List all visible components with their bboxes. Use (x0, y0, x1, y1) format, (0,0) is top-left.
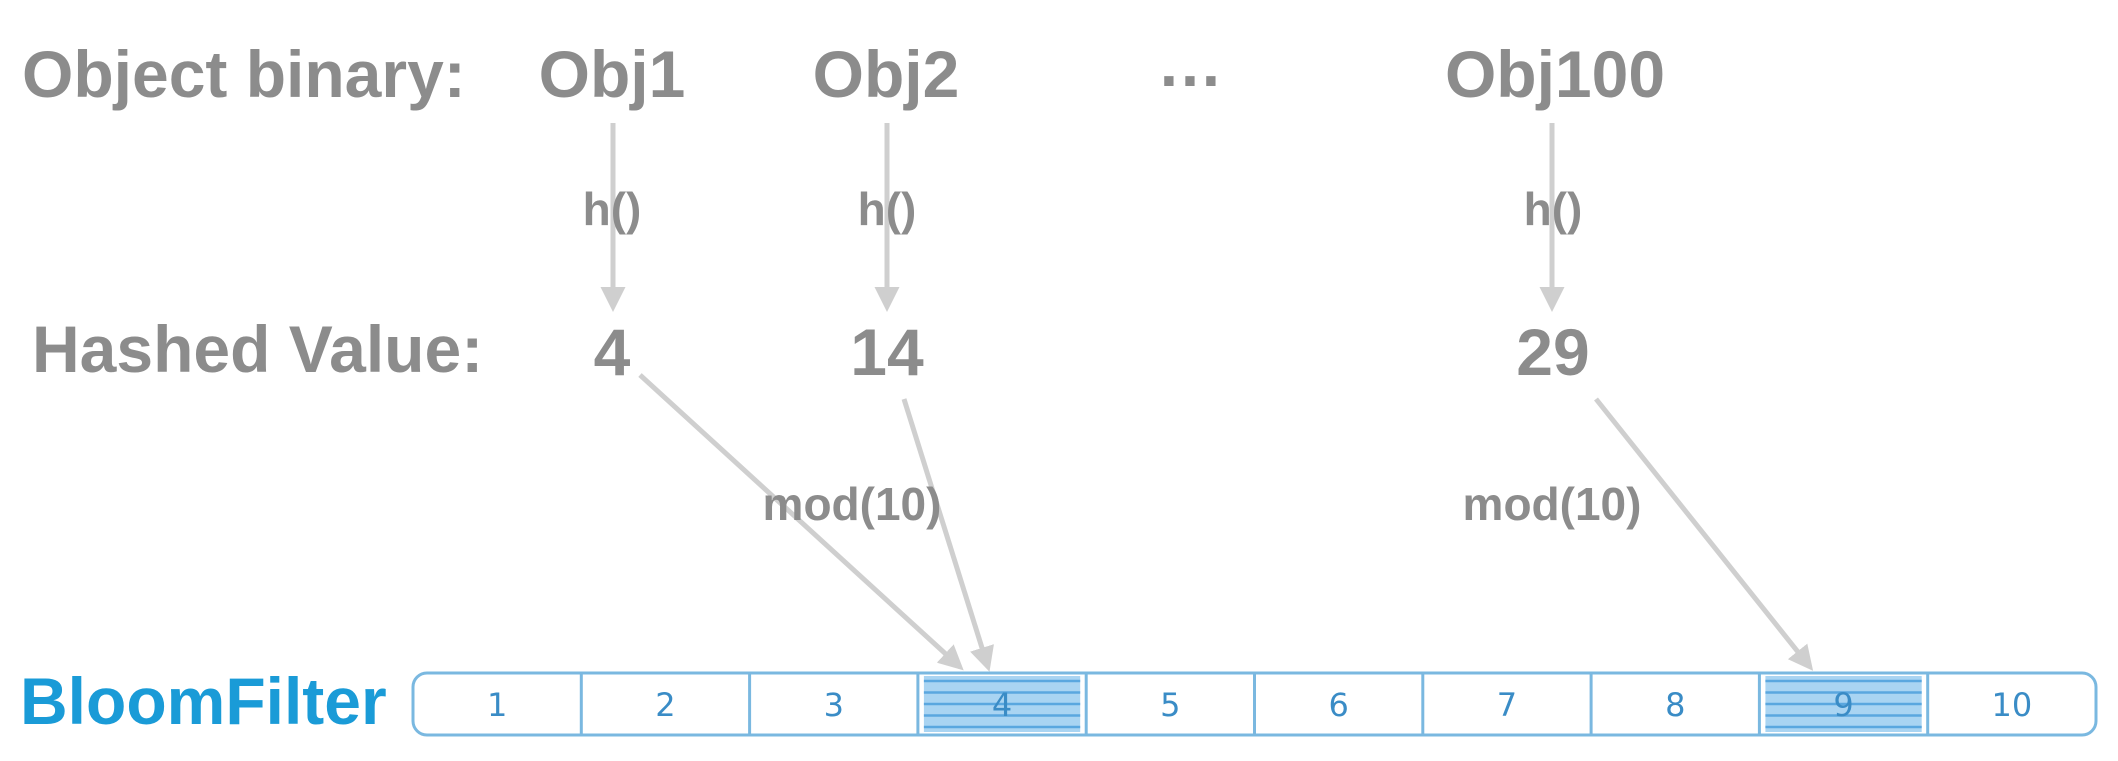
hash-fn-label-obj2: h() (858, 183, 917, 235)
bloom-filter-cell-label: 8 (1665, 686, 1685, 724)
bloom-filter-label: BloomFilter (20, 664, 387, 738)
bloom-filter-cell-6: 6 (1253, 673, 1349, 735)
bloom-filter-cell-9: 9 (1757, 673, 1922, 735)
object-binary-label: Object binary: (22, 37, 466, 111)
hashed-value-obj2: 14 (850, 315, 924, 389)
mod-label-obj2: mod(10) (763, 478, 942, 530)
hash-fn-label-obj1: h() (583, 183, 642, 235)
object-name-obj1: Obj1 (539, 37, 686, 111)
hashed-value-obj1: 4 (594, 315, 631, 389)
mod-arrow-obj100 (1594, 397, 1814, 671)
mod-label-obj100: mod(10) (1463, 478, 1642, 530)
bloom-filter-cell-label: 2 (655, 686, 675, 724)
mod-arrow-obj1 (638, 373, 964, 671)
bloom-filter-cell-label: 4 (992, 686, 1012, 724)
hashed-value-obj100: 29 (1516, 315, 1589, 389)
bloom-filter-cell-2: 2 (579, 673, 676, 735)
bloom-filter-cell-7: 7 (1421, 673, 1517, 735)
bloom-filter-bar: 1 2 3 4 5 6 7 8 9 10 (411, 671, 2098, 737)
object-ellipsis: … (1157, 26, 1223, 100)
bloom-filter-cell-1: 1 (487, 686, 507, 724)
bloom-filter-cell-5: 5 (1084, 673, 1181, 735)
object-name-obj100: Obj100 (1445, 37, 1665, 111)
hash-fn-label-obj100: h() (1524, 183, 1583, 235)
hashed-value-label: Hashed Value: (32, 312, 483, 386)
bloom-filter-cell-4: 4 (916, 673, 1081, 735)
bloom-filter-cell-label: 7 (1497, 686, 1517, 724)
bloom-filter-cell-label: 10 (1991, 686, 2032, 724)
bloom-filter-cell-label: 5 (1160, 686, 1180, 724)
bloom-filter-cell-label: 9 (1833, 686, 1853, 724)
bloom-filter-cell-8: 8 (1589, 673, 1685, 735)
bloom-filter-cell-label: 1 (487, 686, 507, 724)
bloom-filter-cell-10: 10 (1926, 673, 2032, 735)
bloom-filter-cell-label: 3 (824, 686, 844, 724)
object-name-obj2: Obj2 (813, 37, 960, 111)
bloom-filter-cell-3: 3 (748, 673, 844, 735)
mod-arrow-obj2 (901, 398, 994, 672)
bloom-filter-cell-label: 6 (1328, 686, 1348, 724)
